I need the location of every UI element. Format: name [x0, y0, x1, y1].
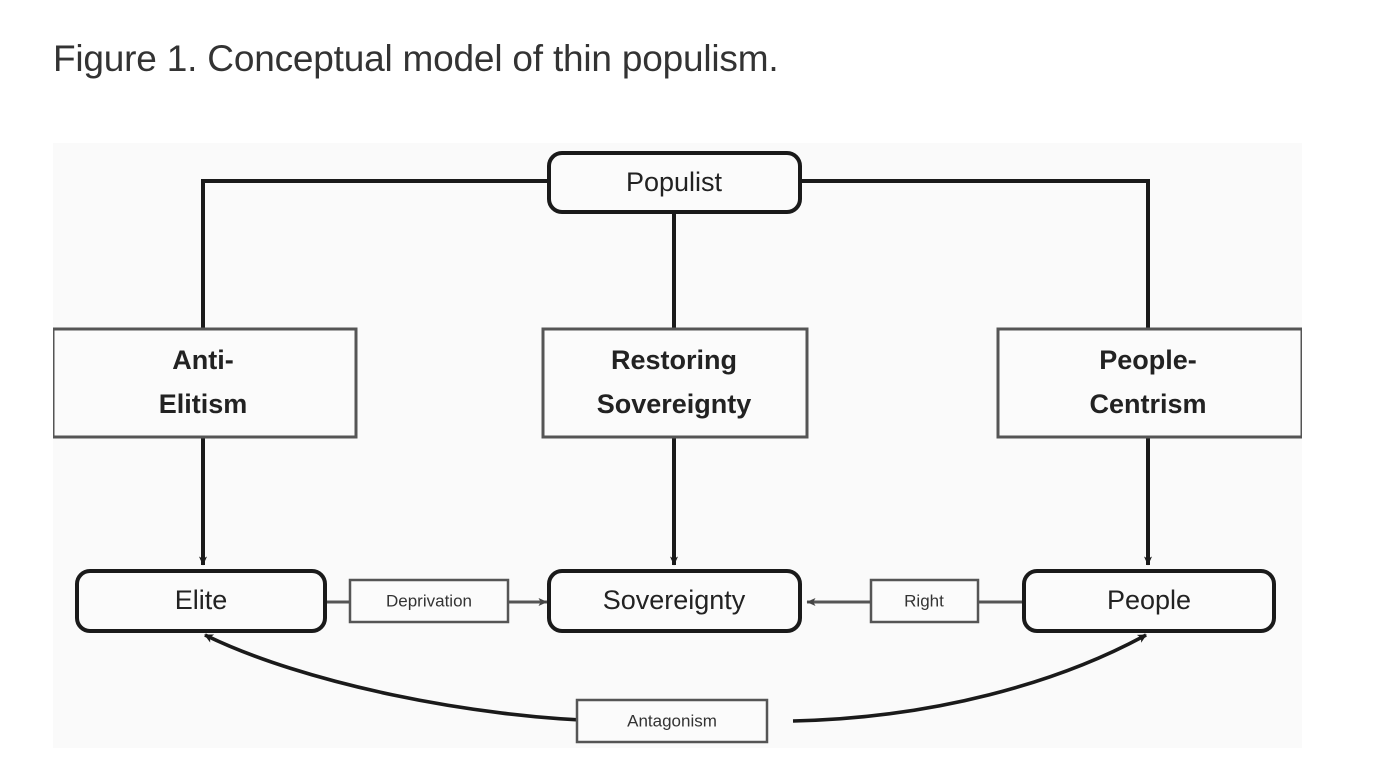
edge-label-deprivation[interactable]: Deprivation: [348, 578, 510, 624]
node-restoring-sovereignty[interactable]: Restoring Sovereignty: [541, 327, 809, 439]
node-elite[interactable]: Elite: [75, 569, 327, 633]
edge-label-right[interactable]: Right: [869, 578, 980, 624]
node-people-centrism-label-line2: Centrism: [1089, 389, 1206, 419]
node-anti-elitism-label-line2: Elitism: [159, 389, 248, 419]
node-people-label: People: [1107, 585, 1191, 615]
edge-label-right-text: Right: [904, 591, 944, 610]
connector-antagonism: [204, 633, 1147, 723]
node-people[interactable]: People: [1022, 569, 1276, 633]
conceptual-model-diagram: Populist Anti- Elitism Restoring Soverei…: [53, 151, 1302, 744]
page-title: Figure 1. Conceptual model of thin popul…: [53, 38, 779, 79]
node-populist[interactable]: Populist: [547, 151, 802, 214]
node-sovereignty-label: Sovereignty: [603, 585, 746, 615]
node-anti-elitism[interactable]: Anti- Elitism: [53, 327, 358, 439]
connector-populist-to-people-centrism: [726, 179, 1150, 329]
node-sovereignty[interactable]: Sovereignty: [547, 569, 802, 633]
node-populist-label: Populist: [626, 167, 723, 197]
edge-label-antagonism-text: Antagonism: [627, 711, 717, 730]
node-people-centrism[interactable]: People- Centrism: [996, 327, 1302, 439]
node-restoring-sovereignty-label-line1: Restoring: [611, 345, 737, 375]
node-anti-elitism-label-line1: Anti-: [172, 345, 233, 375]
node-restoring-sovereignty-label-line2: Sovereignty: [597, 389, 752, 419]
node-people-centrism-label-line1: People-: [1099, 345, 1197, 375]
edge-label-antagonism[interactable]: Antagonism: [575, 698, 769, 744]
node-elite-label: Elite: [175, 585, 228, 615]
edge-label-deprivation-text: Deprivation: [386, 591, 472, 610]
figure-panel: Populist Anti- Elitism Restoring Soverei…: [53, 143, 1302, 748]
